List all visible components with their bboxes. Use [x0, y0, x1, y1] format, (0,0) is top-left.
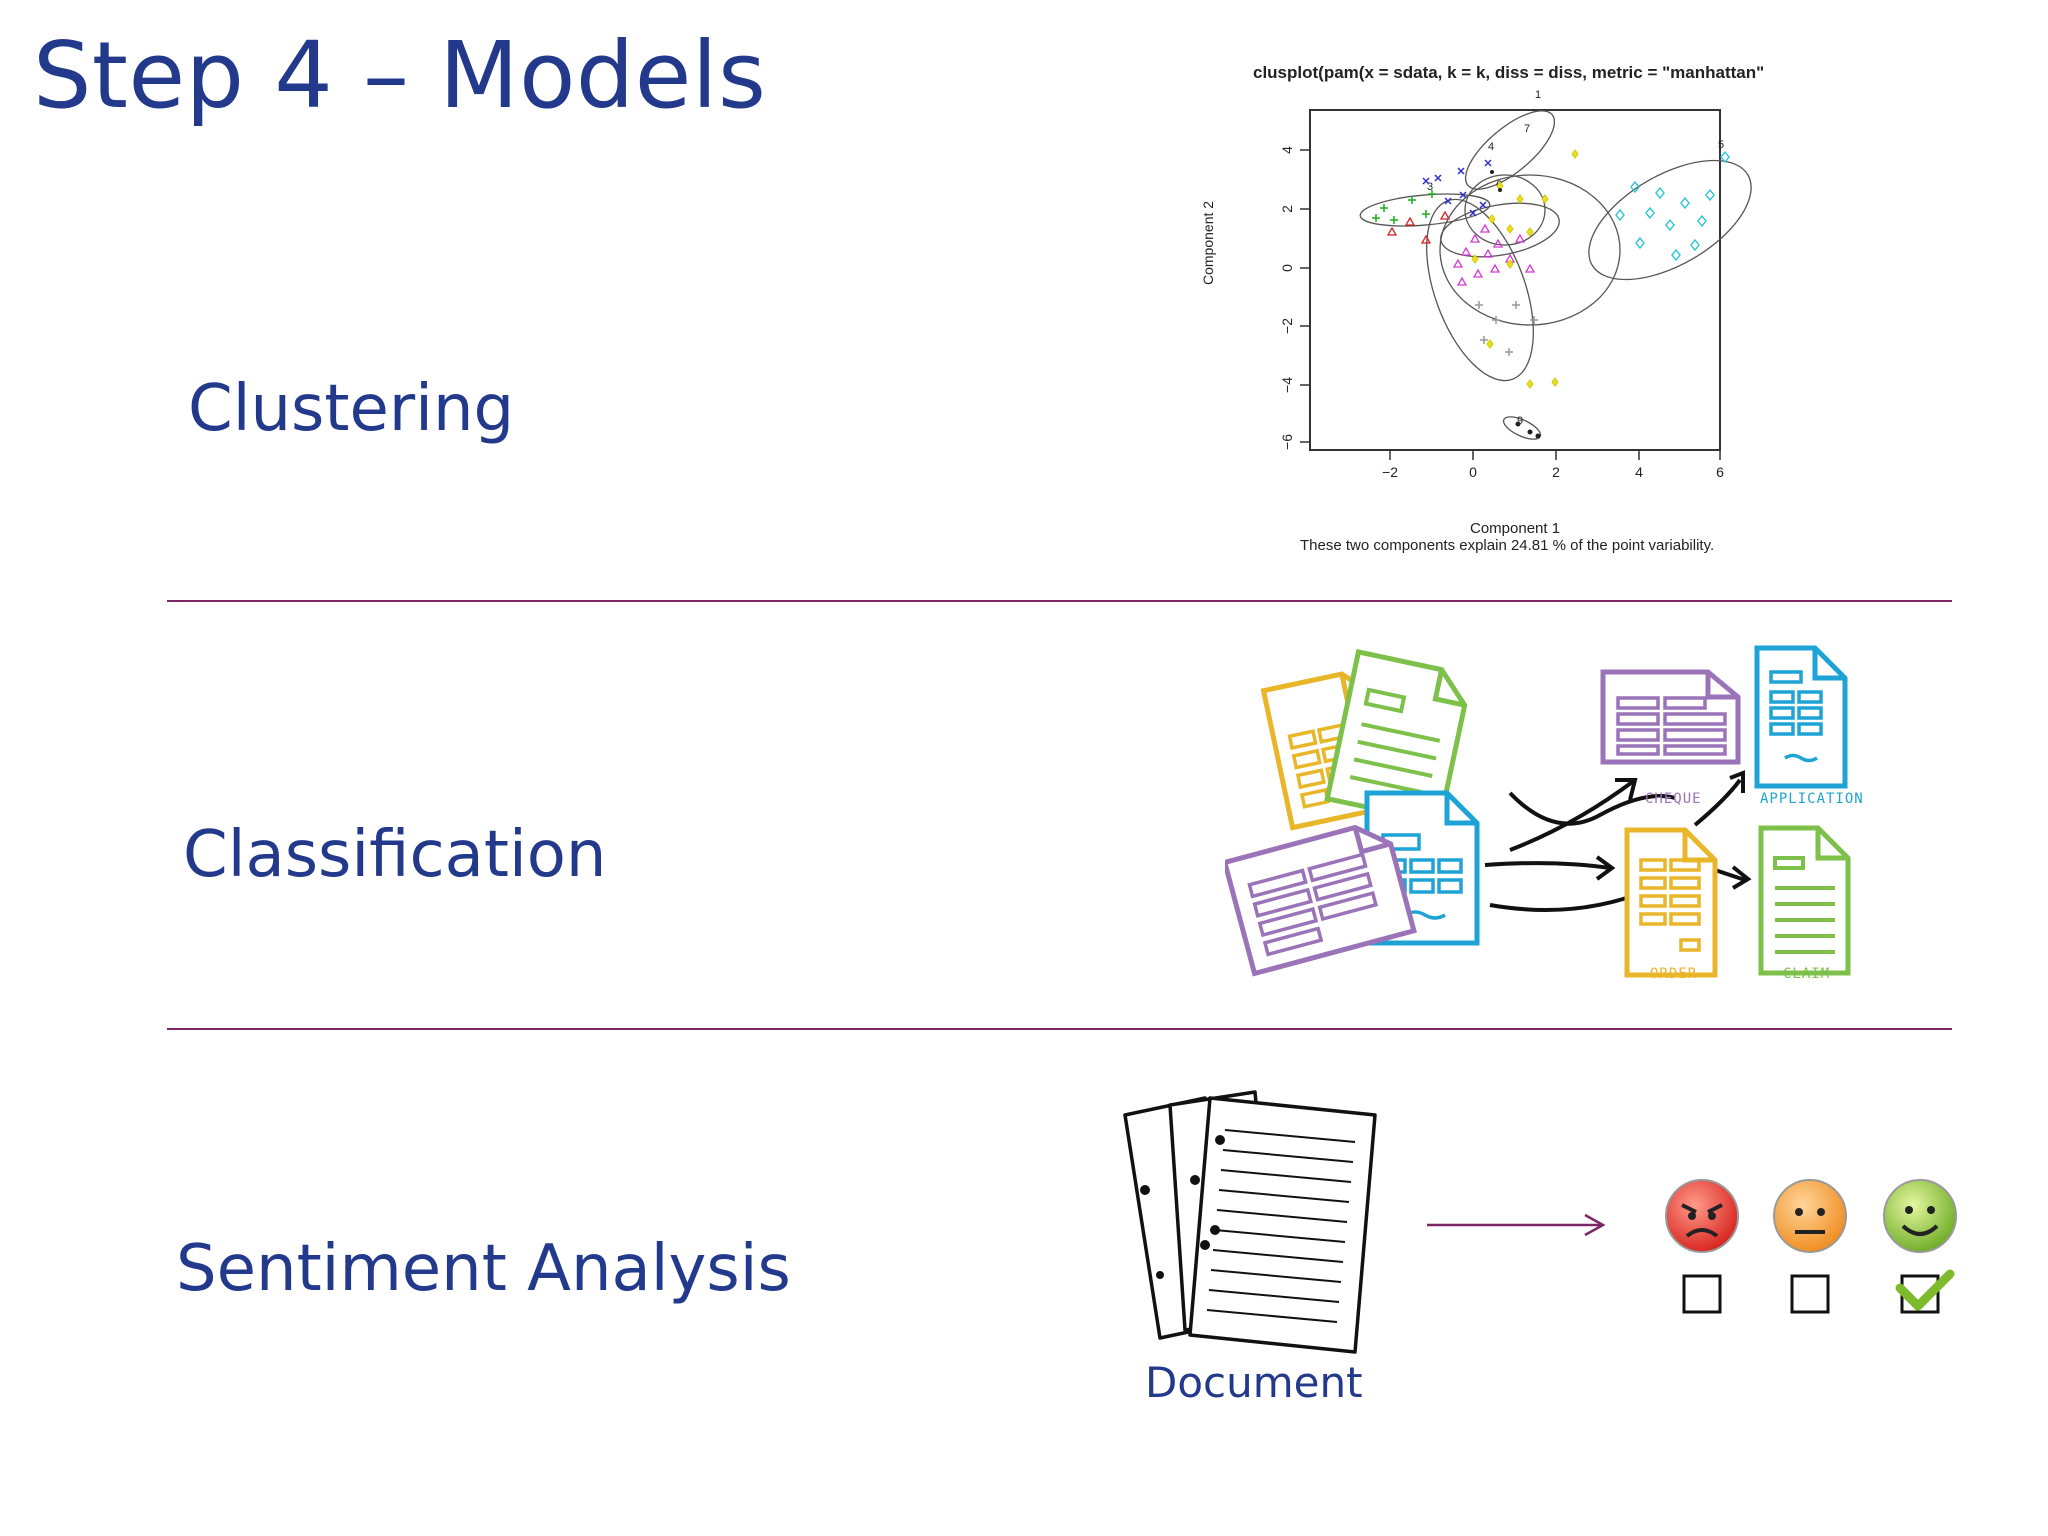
row-label-sentiment: Sentiment Analysis: [176, 1232, 791, 1306]
angry-checkbox: [1682, 1274, 1722, 1314]
clusplot-figure: 4 2 0 −2 −4 −6 −2 0 2 4 6 1 7 4 6 3 5: [1279, 90, 1752, 480]
sentiment-faces: [1665, 1179, 1957, 1314]
neutral-face-icon: [1773, 1179, 1847, 1253]
svg-text:9: 9: [1517, 415, 1523, 427]
label-claim: CLAIM: [1783, 966, 1831, 982]
cluster-ellipses: [1359, 110, 1752, 440]
neutral-checkbox: [1790, 1274, 1830, 1314]
application-document-icon: [1754, 645, 1848, 789]
divider-bottom: [167, 1028, 1952, 1030]
label-application: APPLICATION: [1760, 791, 1864, 807]
document-label: Document: [1145, 1358, 1363, 1407]
clusplot-xtick: 2: [1552, 464, 1560, 480]
purple-document-icon: [1225, 824, 1417, 977]
svg-text:5: 5: [1718, 139, 1724, 151]
order-document-icon: [1624, 827, 1718, 978]
clusplot-xtick: −2: [1382, 464, 1398, 480]
clusplot-xlabel: Component 1: [1470, 520, 1561, 537]
slide-title: Step 4 – Models: [33, 22, 767, 129]
check-mark-icon: [1895, 1269, 1955, 1311]
green-document-icon: [1324, 648, 1468, 826]
clusplot-caption: These two components explain 24.81 % of …: [1300, 537, 1715, 554]
clusplot-ytick: −4: [1279, 377, 1295, 393]
clusplot-xtick: 4: [1635, 464, 1643, 480]
row-label-classification: Classification: [183, 818, 607, 892]
svg-text:4: 4: [1488, 141, 1494, 153]
clusplot-ytick: 2: [1279, 205, 1295, 213]
clusplot-xtick: 6: [1716, 464, 1724, 480]
clusplot-title: clusplot(pam(x = sdata, k = k, diss = di…: [1253, 63, 1765, 82]
clusplot-ytick: 0: [1279, 264, 1295, 272]
claim-document-icon: [1758, 825, 1851, 976]
clusplot-y-ticks: [1300, 149, 1310, 443]
cheque-document-icon: [1600, 669, 1741, 765]
angry-face-icon: [1665, 1179, 1739, 1253]
classification-illustration: [1225, 645, 1851, 978]
svg-text:1: 1: [1535, 90, 1541, 101]
happy-face-icon: [1883, 1179, 1957, 1253]
clusplot-ylabel: Component 2: [1200, 200, 1216, 285]
svg-text:3: 3: [1427, 181, 1433, 193]
row-label-clustering: Clustering: [188, 372, 515, 446]
label-cheque: CHEQUE: [1645, 791, 1702, 807]
clusplot-frame: [1309, 109, 1721, 451]
sentiment-arrow-icon: [1427, 1213, 1606, 1237]
label-order: ORDER: [1650, 966, 1698, 982]
clusplot-ytick: −2: [1279, 318, 1295, 334]
clusplot-ytick: −6: [1279, 434, 1295, 450]
clusplot-x-ticks: [1389, 450, 1721, 460]
clusplot-xtick: 0: [1469, 464, 1477, 480]
divider-top: [167, 600, 1952, 602]
svg-text:7: 7: [1524, 123, 1530, 135]
document-stack-icon: [1123, 1090, 1377, 1354]
clusplot-ytick: 4: [1279, 146, 1295, 154]
